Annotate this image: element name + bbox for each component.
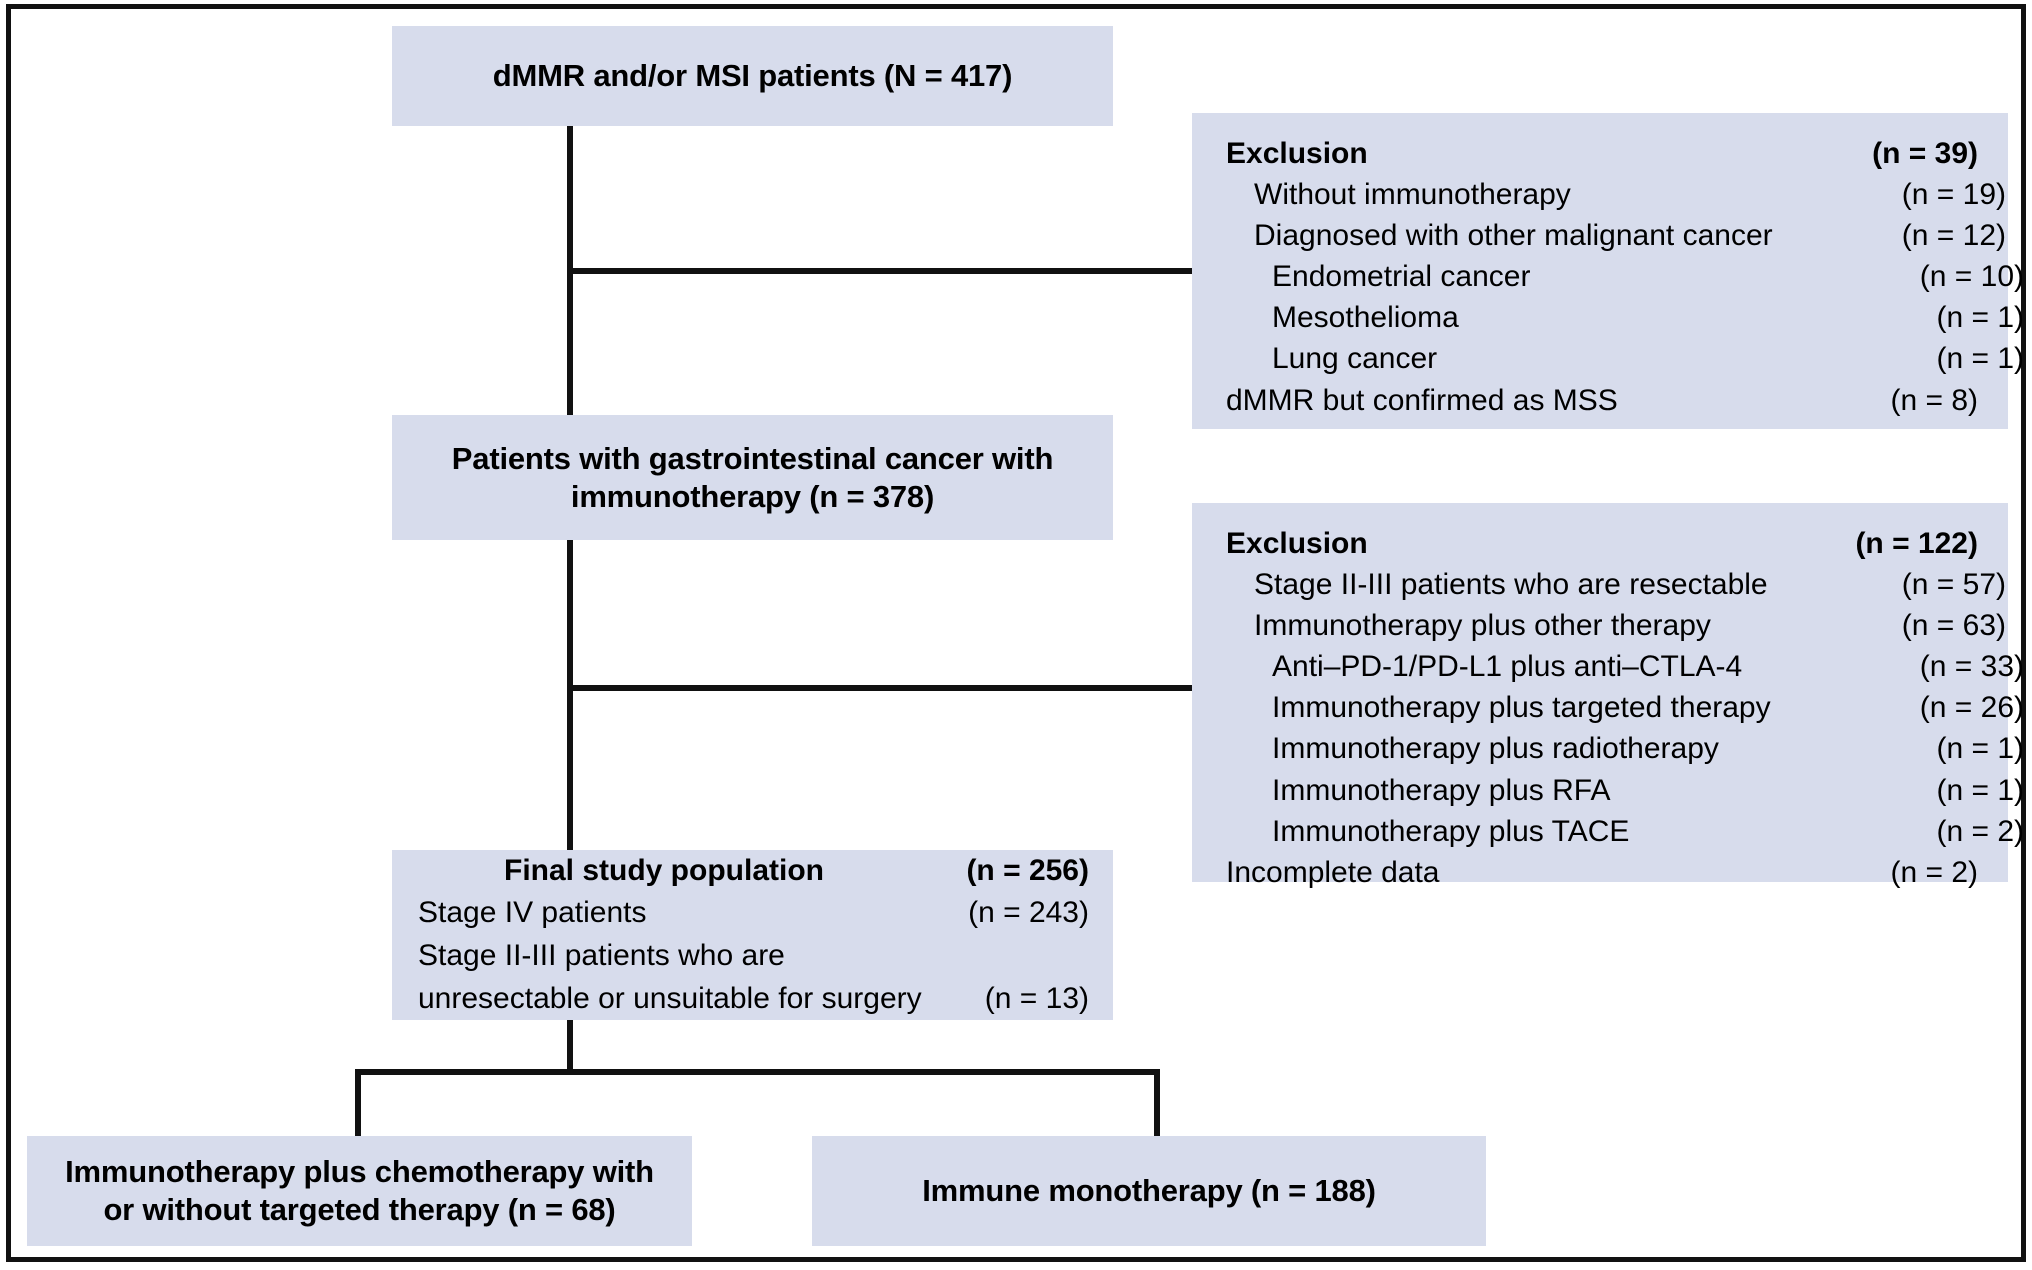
exclusion-2-row-label: Immunotherapy plus RFA [1272, 773, 1611, 807]
connector-branch-exclusion-1 [567, 268, 1197, 274]
exclusion-1-row: Endometrial cancer (n = 10) [1226, 256, 2024, 297]
connector-split-bar [355, 1069, 1160, 1075]
exclusion-1-row-count: (n = 12) [1901, 219, 2006, 253]
exclusion-2-row: Immunotherapy plus RFA (n = 1) [1226, 770, 2024, 811]
exclusion-2-row-count: (n = 2) [1936, 814, 2024, 848]
exclusion-2-row-count: (n = 57) [1901, 568, 2006, 602]
final-population-row-count: (n = 13) [984, 981, 1089, 1015]
exclusion-2-row-count: (n = 33) [1919, 650, 2024, 684]
exclusion-1-row-count: (n = 19) [1901, 178, 2006, 212]
final-population-row-label: Stage II-III patients who are [418, 939, 785, 972]
exclusion-2-row-count: (n = 26) [1919, 691, 2024, 725]
exclusion-1-header: Exclusion (n = 39) [1226, 133, 1978, 174]
connector-final-to-split [567, 1020, 573, 1075]
final-population-row: Stage II-III patients who are [418, 935, 1089, 978]
exclusion-2-row-label: Immunotherapy plus targeted therapy [1272, 691, 1771, 725]
exclusion-1-header-count: (n = 39) [1872, 137, 1978, 170]
final-population-row-label: unresectable or unsuitable for surgery [418, 981, 922, 1015]
exclusion-1-row: Mesothelioma (n = 1) [1226, 297, 2024, 338]
exclusion-1-row-count: (n = 1) [1936, 342, 2024, 376]
exclusion-1-row-label: Without immunotherapy [1254, 178, 1571, 212]
final-population-row-count: (n = 243) [968, 896, 1089, 930]
exclusion-1-row: Diagnosed with other malignant cancer (n… [1226, 215, 2006, 256]
exclusion-2-row-count: (n = 2) [1890, 855, 1978, 889]
arm-monotherapy-label: Immune monotherapy (n = 188) [922, 1173, 1376, 1209]
exclusion-1-row-label: Mesothelioma [1272, 301, 1459, 335]
exclusion-1-row: Without immunotherapy (n = 19) [1226, 174, 2006, 215]
final-population-header: Final study population (n = 256) [418, 850, 1089, 893]
panel-exclusion-1: Exclusion (n = 39) Without immunotherapy… [1192, 113, 2024, 429]
exclusion-1-row-count: (n = 8) [1890, 383, 1978, 417]
node-gi-cohort: Patients with gastrointestinal cancer wi… [392, 415, 1113, 540]
exclusion-1-row-count: (n = 1) [1936, 301, 2024, 335]
connector-branch-exclusion-2 [567, 685, 1197, 691]
gi-cohort-label-line2: immunotherapy (n = 378) [570, 478, 935, 514]
connector-split-to-combination-arm [355, 1069, 361, 1139]
exclusion-2-row: Stage II-III patients who are resectable… [1226, 564, 2006, 605]
final-population-header-label: Final study population [504, 853, 824, 887]
exclusion-1-row: Lung cancer (n = 1) [1226, 338, 2024, 379]
exclusion-2-row-label: Stage II-III patients who are resectable [1254, 568, 1768, 602]
connector-gi-to-final [567, 540, 573, 852]
exclusion-2-row: Immunotherapy plus other therapy (n = 63… [1226, 605, 2006, 646]
exclusion-2-row: Incomplete data (n = 2) [1226, 852, 1978, 893]
final-population-row-label: Stage IV patients [418, 896, 647, 930]
source-cohort-label: dMMR and/or MSI patients (N = 417) [492, 58, 1013, 94]
exclusion-1-row-label: dMMR but confirmed as MSS [1226, 383, 1618, 417]
exclusion-2-row-label: Incomplete data [1226, 855, 1440, 889]
exclusion-1-row-label: Lung cancer [1272, 342, 1438, 376]
exclusion-2-row: Anti–PD-1/PD-L1 plus anti–CTLA-4 (n = 33… [1226, 646, 2024, 687]
exclusion-2-row-label: Immunotherapy plus TACE [1272, 814, 1630, 848]
exclusion-2-row-count: (n = 1) [1936, 732, 2024, 766]
connector-split-to-monotherapy-arm [1154, 1069, 1160, 1139]
exclusion-2-row: Immunotherapy plus targeted therapy (n =… [1226, 687, 2024, 728]
final-population-header-count: (n = 256) [966, 853, 1089, 887]
arm-combination-label-line2: or without targeted therapy (n = 68) [103, 1192, 616, 1227]
node-final-population: Final study population (n = 256) Stage I… [392, 850, 1113, 1020]
exclusion-1-row-label: Diagnosed with other malignant cancer [1254, 219, 1773, 253]
node-source-cohort: dMMR and/or MSI patients (N = 417) [392, 26, 1113, 126]
exclusion-1-row: dMMR but confirmed as MSS (n = 8) [1226, 380, 1978, 421]
exclusion-2-header-label: Exclusion [1226, 527, 1368, 560]
exclusion-2-row-label: Anti–PD-1/PD-L1 plus anti–CTLA-4 [1272, 650, 1743, 684]
exclusion-1-header-label: Exclusion [1226, 137, 1368, 170]
exclusion-1-row-label: Endometrial cancer [1272, 260, 1531, 294]
exclusion-2-row-label: Immunotherapy plus radiotherapy [1272, 732, 1719, 766]
panel-exclusion-2: Exclusion (n = 122) Stage II-III patient… [1192, 503, 2024, 889]
final-population-row: unresectable or unsuitable for surgery (… [418, 978, 1089, 1021]
exclusion-1-row-count: (n = 10) [1919, 260, 2024, 294]
exclusion-2-row-label: Immunotherapy plus other therapy [1254, 609, 1711, 643]
arm-combination-label-line1: Immunotherapy plus chemotherapy with [65, 1154, 654, 1190]
exclusion-2-row: Immunotherapy plus TACE (n = 2) [1226, 811, 2024, 852]
exclusion-2-row-count: (n = 63) [1901, 609, 2006, 643]
gi-cohort-label-line1: Patients with gastrointestinal cancer wi… [451, 440, 1054, 476]
exclusion-2-header: Exclusion (n = 122) [1226, 523, 1978, 564]
exclusion-2-row: Immunotherapy plus radiotherapy (n = 1) [1226, 728, 2024, 769]
node-arm-combination: Immunotherapy plus chemotherapy with or … [27, 1136, 692, 1246]
final-population-row: Stage IV patients (n = 243) [418, 892, 1089, 935]
node-arm-monotherapy: Immune monotherapy (n = 188) [812, 1136, 1486, 1246]
exclusion-2-row-count: (n = 1) [1936, 773, 2024, 807]
exclusion-2-header-count: (n = 122) [1855, 527, 1978, 560]
